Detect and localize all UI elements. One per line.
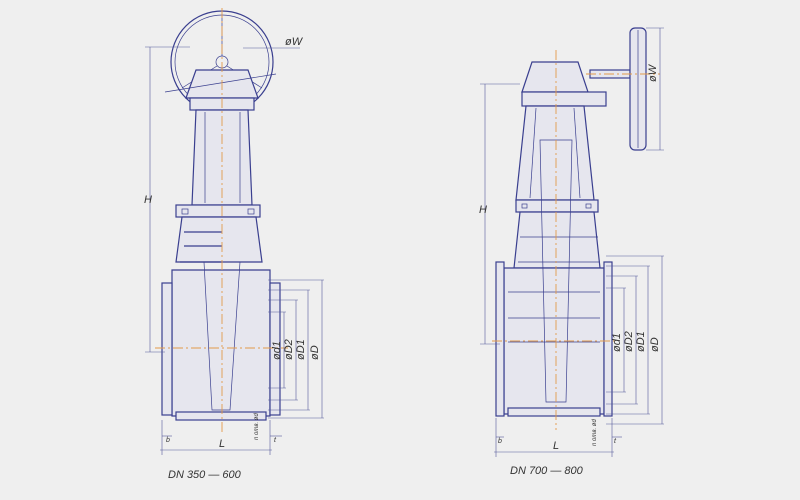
right-d1-label: ød1 [611, 333, 623, 352]
left-b-label: b [166, 437, 170, 444]
right-valve: H øW ød1 øD2 øD1 øD n отв. ød L [479, 27, 664, 457]
left-d1-big-label: øD1 [295, 339, 307, 360]
left-flange-left [161, 282, 173, 416]
left-flange-right [269, 282, 281, 416]
caption-left: DN 350 — 600 [168, 469, 242, 481]
left-d1-label: ød1 [271, 341, 283, 360]
right-upper-body [513, 211, 601, 269]
right-l-label: L [553, 440, 559, 452]
right-h-label: H [479, 204, 487, 216]
right-holes-label: n отв. ød [592, 419, 598, 446]
left-diameter-dims [268, 279, 324, 419]
right-flange-left [495, 261, 505, 417]
left-bonnet-flange [175, 204, 261, 218]
left-valve: H øW ød1 øD2 øD1 øD n отв. ød L b [144, 8, 324, 455]
left-w-label: øW [285, 36, 304, 48]
left-holes-label: n отв. ød [254, 413, 260, 440]
right-bonnet [515, 105, 595, 201]
right-t-label: t [614, 438, 617, 445]
right-gearbox-base [521, 91, 607, 107]
left-h-label: H [144, 194, 152, 206]
left-upper-body [175, 216, 263, 263]
left-d-label: øD [309, 345, 321, 360]
caption-right: DN 700 — 800 [510, 465, 584, 477]
left-wedge [203, 261, 241, 411]
right-d1-big-label: øD1 [635, 331, 647, 352]
left-base [175, 411, 267, 421]
right-diameter-dims [606, 255, 664, 425]
left-d2-label: øD2 [283, 339, 295, 360]
right-b-label: b [498, 438, 502, 445]
right-base [507, 407, 601, 417]
right-gearbox [521, 61, 589, 93]
left-t-label: t [274, 437, 277, 444]
right-d2-label: øD2 [623, 331, 635, 352]
right-w-label: øW [647, 63, 659, 82]
left-l-label: L [219, 438, 225, 450]
left-body [171, 269, 271, 417]
right-d-label: øD [649, 337, 661, 352]
right-flange-right [603, 261, 613, 417]
right-wedge [539, 139, 573, 403]
